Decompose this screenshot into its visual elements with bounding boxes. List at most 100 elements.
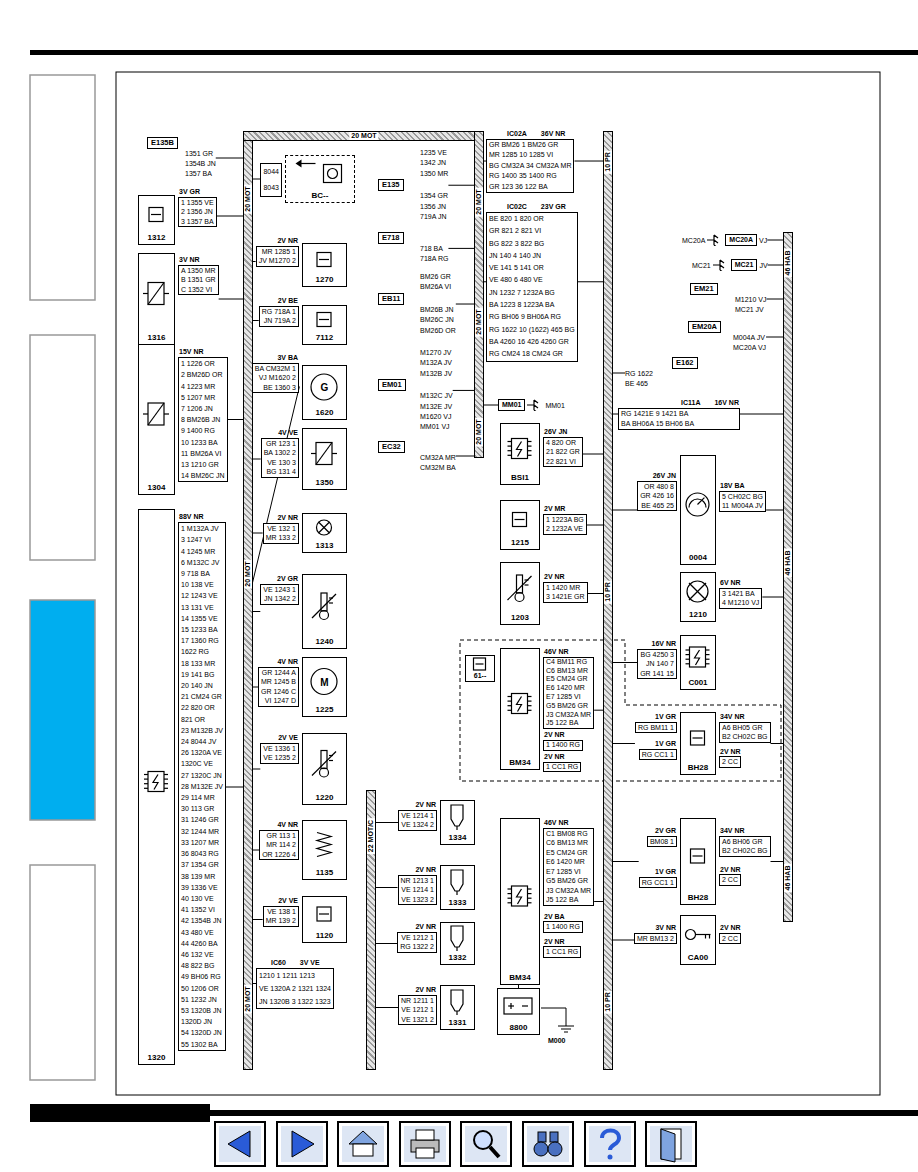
pin-group: 3V NRA 1350 MRB 1351 GRC 1352 VI [178,255,219,295]
wire-connector [594,710,603,711]
splice-tag: EM20AM004A JVMC20A VJ [688,321,766,353]
component-symbol [451,870,463,895]
pin-table: 34V NRA6 BH05 GRB2 CH02C BG2V NR2 CC [719,712,771,768]
pin-row: 1622 RG [181,646,223,657]
pin-grid: 2 CC [719,933,741,945]
connector-spec: 46V NR [543,818,570,828]
pin-row: BA BH06A 15 BH06 BA [621,419,737,429]
pin-table: 26V JNOR 480 8GR 426 16BE 465 25 [637,455,677,511]
pin-row: 19 141 BG [181,669,223,680]
pin-row: JN 140 7 [640,659,674,669]
symbol-stroke [528,446,532,447]
symbol-stroke [144,783,148,784]
pin-group: 2V NR1 1400 RG [543,731,583,751]
symbol-stroke [528,700,532,701]
splice-name: E135B [147,137,178,149]
harness-name: 22 MOT/C [367,818,375,854]
connector-spec: 2V NR [719,865,742,875]
pin-row: 5 1207 MR [181,392,225,403]
wire-label: BM26B JN [420,305,453,315]
component-symbol [686,493,709,516]
wire-connector [253,611,260,612]
pin-row: 8044 [263,164,279,180]
symbol-stroke [508,700,512,701]
wire-label: 1235 VE [420,148,447,158]
splice-name: EM20A [688,321,721,333]
component-box: BH28 [680,712,716,775]
nav-button-frame [585,1122,635,1166]
pin-row: GR 821 2 821 VI [489,225,575,237]
component-box: G1620 [302,365,347,420]
pin-row: VI 1247 D [261,696,296,706]
pin-row: 2 1356 JN [181,207,214,217]
component-symbol [143,403,169,425]
component-box: M1225 [302,657,347,717]
ground-symbol [707,234,723,246]
splice-name: EB11 [378,293,404,305]
ground-symbol [713,259,729,271]
ground-stroke [713,260,724,271]
pin-row: 3 1247 VI [181,534,223,545]
pin-row: VE 132 1 [266,524,296,534]
component-symbol [143,283,169,305]
symbol-stroke [686,663,690,664]
connector-spec: 2V BA [543,912,566,922]
pin-row: MR 139 2 [266,916,296,926]
symbol-stroke [148,283,164,305]
pin-row: 38 139 MR [181,871,223,882]
component-box: 1210 [680,572,716,622]
symbol-stroke [508,441,512,442]
wire-label: M1620 VJ [420,412,452,422]
nav-button-frame [400,1122,450,1166]
ground-connector: MM01 [498,399,525,411]
pin-row: J3 CM32A MR [546,886,591,896]
wire-connector [771,861,783,862]
pin-table: 4V NRGR 113 1MR 114 2OR 1226 4 [259,820,299,860]
pin-row: C6 BM13 MR [546,838,591,848]
harness-name: 10 PR [604,990,612,1013]
ground-point: MC21MC21JV [692,259,768,271]
symbol-stroke [687,581,708,602]
pin-grid: 1 1400 RG [543,921,583,933]
connector-spec: 18V BA [719,481,746,491]
component-box: 1313 [302,513,347,553]
pin-grid: VE 1214 1VE 1324 2 [398,810,437,831]
harness-name: 20 MOT [475,417,483,446]
pin-row: 54 1320D JN [181,1027,223,1038]
symbol-stroke [528,893,532,894]
pin-row: RG 1622 10 (1622) 465 BG [489,324,575,336]
component-symbol [474,658,486,670]
component-number: 1620 [303,408,346,418]
pin-row: 53 1320B JN [181,1005,223,1016]
pin-group: 2V NRNR 1213 1VE 1214 1VE 1323 2 [398,865,437,905]
symbol-stroke [319,913,329,914]
connector-spec: 2V NR [543,731,566,740]
ground-label: M000 [548,1037,566,1044]
wire-label: RG 1622 [625,369,653,379]
wire-label: CM32A MR [420,453,456,463]
pin-grid: RG 718A 1JN 719A 2 [259,306,299,327]
component-number: 7112 [303,333,346,343]
pin-row: 43 480 VE [181,927,223,938]
component-number: BM34 [501,973,539,983]
pin-row: 28 M132E JV [181,781,223,792]
pin-row: RG 1400 35 1400 RG [489,171,571,181]
pin-table: 2V BERG 718A 1JN 719A 2 [259,296,299,327]
splice-tag: EM21M1210 VJMC21 JV [690,283,767,315]
component-icon [501,819,541,986]
component-number: 61-- [466,671,494,680]
pin-table: 16V NRBG 4250 3JN 140 7GR 141 15 [637,635,677,679]
pin-row: VE 130 3 [264,458,296,468]
component-icon [139,254,176,346]
pin-row: 3 1421 BA [722,589,759,599]
component: 80448043BC-- [260,155,355,203]
symbol-stroke [317,907,331,921]
wire-connector [217,216,243,217]
splice-tag: E135B1351 GR1354B JN1357 BA [147,137,216,179]
connector-spec: 3V NR [178,255,201,265]
connector-spec: 26V JN [543,427,568,437]
splice-name: EM01 [378,379,406,391]
pin-grid: 1 1355 VE2 1356 JN3 1357 BA [178,197,217,228]
pin-table: 2V NRNR 1211 1VE 1212 1VE 1321 2 [398,985,437,1025]
wire-connector [453,390,474,391]
